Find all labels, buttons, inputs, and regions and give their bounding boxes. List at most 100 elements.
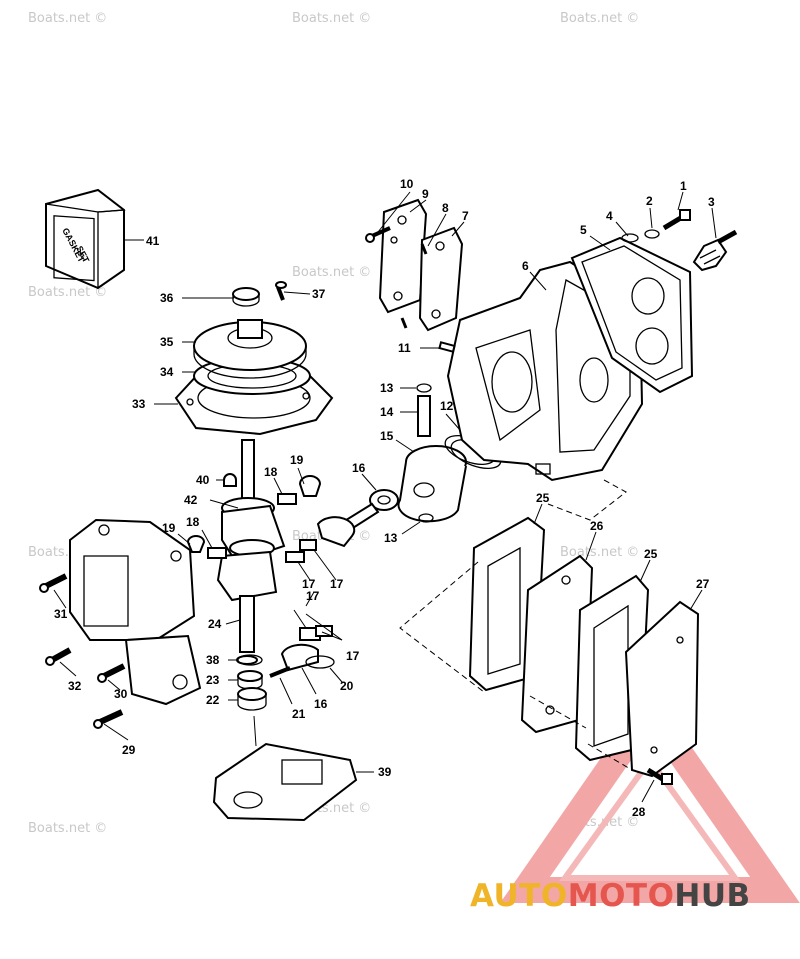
watermark-text: Boats.net © <box>28 821 107 836</box>
crankshaft <box>216 439 286 665</box>
callout-27: 27 <box>696 577 710 591</box>
callout-24: 24 <box>208 617 222 631</box>
callout-18-lower: 18 <box>186 515 200 529</box>
callout-25: 25 <box>536 491 550 505</box>
bearing-23 <box>237 670 263 690</box>
watermark-text: Boats.net © <box>28 285 107 300</box>
callout-labels: 1 2 3 4 5 6 7 8 9 10 11 12 13 14 15 13 1… <box>54 177 715 819</box>
leader-lines <box>53 191 717 803</box>
callout-1: 1 <box>680 179 687 193</box>
bolt-28 <box>646 767 673 785</box>
gasket-set-box: GASKET SET <box>45 188 126 290</box>
seal-22 <box>237 687 267 711</box>
brand-triangle-logo <box>500 687 800 903</box>
callout-33: 33 <box>132 397 146 411</box>
callout-17a: 17 <box>302 577 316 591</box>
rod-cap <box>269 643 319 678</box>
washer-2 <box>644 229 660 239</box>
callout-17b: 17 <box>330 577 344 591</box>
bolt-10 <box>365 226 391 243</box>
screw-8 <box>400 243 428 329</box>
brand-part-moto: MOTO <box>567 878 675 914</box>
callout-21: 21 <box>292 707 306 721</box>
callout-39: 39 <box>378 765 392 779</box>
needle-bearing-18a <box>277 493 297 505</box>
callout-31: 31 <box>54 607 68 621</box>
callout-38: 38 <box>206 653 220 667</box>
callout-22: 22 <box>206 693 220 707</box>
callout-8: 8 <box>442 201 449 215</box>
callout-15: 15 <box>380 429 394 443</box>
connecting-rod <box>316 489 399 548</box>
callout-2: 2 <box>646 194 653 208</box>
brand-part-auto: AUTO <box>470 878 568 914</box>
callout-25-right: 25 <box>644 547 658 561</box>
callout-30: 30 <box>114 687 128 701</box>
bolt-30 <box>97 663 126 683</box>
callout-19: 19 <box>290 453 304 467</box>
gasket-4 <box>621 233 639 243</box>
watermark-text: Boats.net © <box>28 11 107 26</box>
bolt-29 <box>93 709 124 729</box>
callout-14: 14 <box>380 405 394 419</box>
callout-11: 11 <box>398 341 411 355</box>
callout-34: 34 <box>160 365 174 379</box>
callout-16-lower: 16 <box>314 697 328 711</box>
cylinder-head <box>570 236 694 394</box>
bearing-half-19b <box>186 535 206 553</box>
assembly-dashed-lines <box>253 479 633 771</box>
callout-20: 20 <box>340 679 354 693</box>
callout-6: 6 <box>522 259 529 273</box>
callout-7: 7 <box>462 209 469 223</box>
callout-17c: 17 <box>306 589 320 603</box>
callout-35: 35 <box>160 335 174 349</box>
callout-28: 28 <box>632 805 646 819</box>
head-bolt-1 <box>662 209 691 231</box>
callout-19-lower: 19 <box>162 521 176 535</box>
callout-40: 40 <box>196 473 210 487</box>
piston <box>397 445 467 523</box>
callout-32: 32 <box>68 679 82 693</box>
callout-37: 37 <box>312 287 326 301</box>
transfer-cover-9 <box>378 198 428 314</box>
dowel-pin-11 <box>438 341 456 353</box>
callout-23: 23 <box>206 673 220 687</box>
pin-clip-bottom <box>418 513 434 523</box>
callout-3: 3 <box>708 195 715 209</box>
flywheel <box>193 319 307 379</box>
needle-bearing-18b <box>207 547 227 559</box>
callout-13: 13 <box>380 381 394 395</box>
crankcase-housing <box>69 518 202 706</box>
woodruff-key <box>223 473 237 487</box>
callout-42: 42 <box>184 493 198 507</box>
needle-cage-17 <box>285 539 333 641</box>
brand-part-hub: HUB <box>674 878 751 914</box>
callout-17d: 17 <box>346 649 360 663</box>
bolt-32 <box>45 647 72 666</box>
callout-26: 26 <box>590 519 604 533</box>
wrist-pin <box>417 395 431 437</box>
callout-41: 41 <box>146 234 160 248</box>
watermark-text: Boats.net © <box>560 545 639 560</box>
callout-18: 18 <box>264 465 278 479</box>
callout-16: 16 <box>352 461 366 475</box>
watermark-text: Boats.net © <box>292 265 371 280</box>
callout-12: 12 <box>440 399 454 413</box>
flywheel-screw <box>275 281 287 301</box>
retaining-ring-20 <box>305 655 335 669</box>
watermark-text: Boats.net © <box>292 11 371 26</box>
callout-10: 10 <box>400 177 414 191</box>
bearing-half-19a <box>298 475 322 497</box>
base-gasket-39 <box>212 742 358 822</box>
head-gasket <box>581 245 683 381</box>
bolt-31 <box>39 573 68 593</box>
spark-plug <box>692 229 738 272</box>
transfer-gasket-7 <box>418 226 464 332</box>
callout-5: 5 <box>580 223 587 237</box>
callout-9: 9 <box>422 187 429 201</box>
flywheel-nut <box>232 287 260 307</box>
watermark-text: Boats.net © <box>560 11 639 26</box>
callout-4: 4 <box>606 209 613 223</box>
